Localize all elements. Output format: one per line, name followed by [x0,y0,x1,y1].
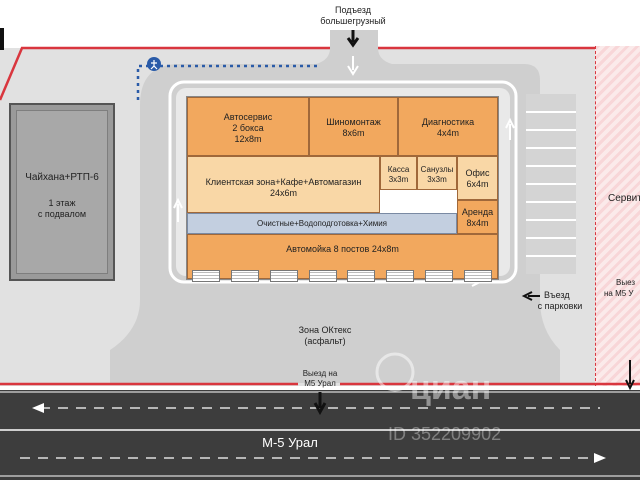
neighbor-plot-hatched [595,46,640,386]
exit-m5-l2: M5 Урал [304,379,336,388]
left-building-title: Чайхана+РТП-6 [25,172,99,183]
property-border [0,46,330,101]
room-rent: Аренда 8x4m [457,200,498,234]
room-tire-service: Шиномонтаж 8x6m [309,97,398,156]
zone-label-l2: (асфальт) [304,336,346,346]
inner-loop-road [168,80,518,284]
watermark-brand: циан [410,369,492,407]
room-treatment: Очистные+Водоподготовка+Химия [187,213,457,234]
entry-top-line1: Подъезд [335,5,371,15]
wash-doors [192,270,492,282]
left-building-sub2: с подвалом [37,209,87,219]
parking-stripes [526,94,576,274]
room-client-zone: Клиентская зона+Кафе+Автомагазин 24x6m [187,156,380,213]
room-kassa: Касса 3x3m [380,156,417,190]
right-exit-l2: на М5 У [604,289,634,298]
exit-parking-l2: с парковки [537,301,583,311]
watermark-id: ID 352209902 [388,424,502,444]
right-service-label: Сервит [608,193,640,204]
exit-parking-l1: Въезд [544,290,570,300]
zone-label-l1: Зона ОКтекс [298,325,352,335]
pedestrian-path [136,64,318,100]
room-wc: Санузлы 3x3m [417,156,457,190]
entry-top-line2: большегрузный [320,16,386,26]
watermark-logo-icon [375,352,415,392]
room-office: Офис 6x4m [457,156,498,200]
arrow-left-lane [32,403,44,413]
room-autoservice: Автосервис 2 бокса 12x8m [187,97,309,156]
left-building [9,103,115,281]
exit-m5-l1: Выезд на [302,369,338,378]
right-exit-l1: Выез [616,278,636,287]
arrow-down-white [347,56,359,76]
left-building-sub1: 1 этаж [48,198,76,208]
arrow-down-entry [346,30,360,48]
room-diagnostics: Диагностика 4x4m [398,97,498,156]
arrow-right-lane [594,453,606,463]
road-label: М-5 Урал [262,435,318,450]
corner-marker [0,28,4,50]
